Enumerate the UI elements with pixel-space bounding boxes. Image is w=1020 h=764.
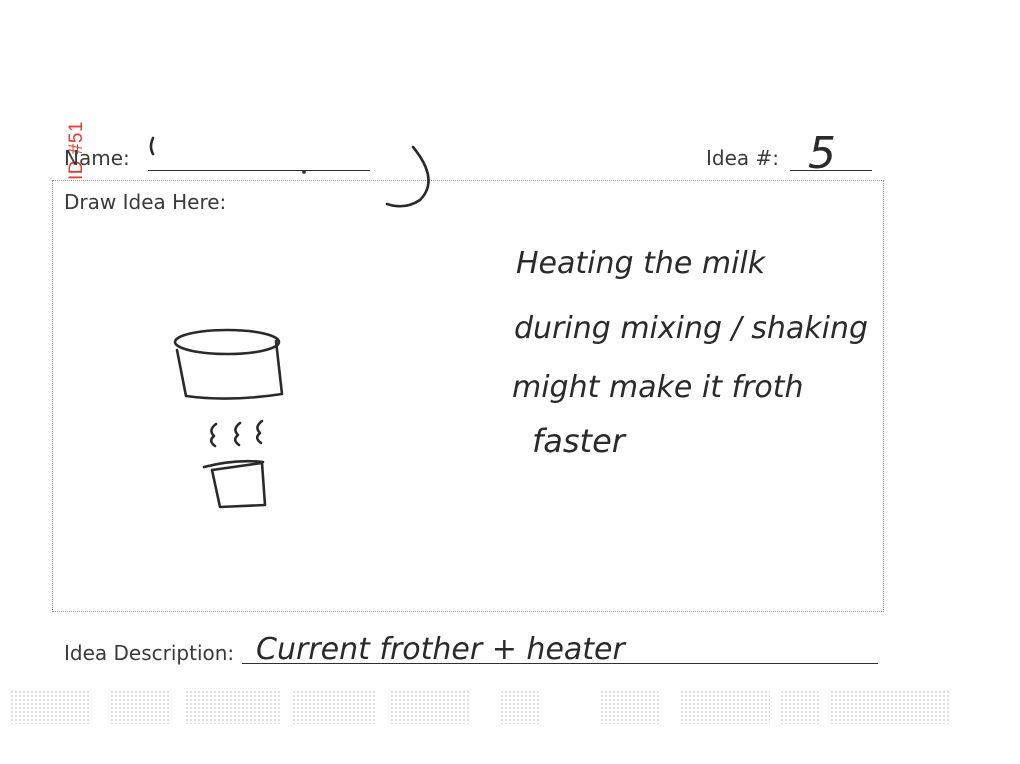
idea-number-line xyxy=(790,170,872,171)
drawing-area xyxy=(52,180,884,612)
draw-idea-label: Draw Idea Here: xyxy=(64,190,227,214)
name-label: Name: xyxy=(64,146,130,170)
description-handwritten: Current frother + heater xyxy=(256,632,626,667)
idea-description-label: Idea Description: xyxy=(64,641,235,665)
name-tick-mark xyxy=(149,136,155,156)
idea-number-handwritten: 5 xyxy=(808,128,836,179)
description-line xyxy=(242,663,878,664)
name-line xyxy=(148,170,370,171)
idea-number-label: Idea #: xyxy=(706,146,780,170)
bleed-through-noise xyxy=(0,690,1020,730)
